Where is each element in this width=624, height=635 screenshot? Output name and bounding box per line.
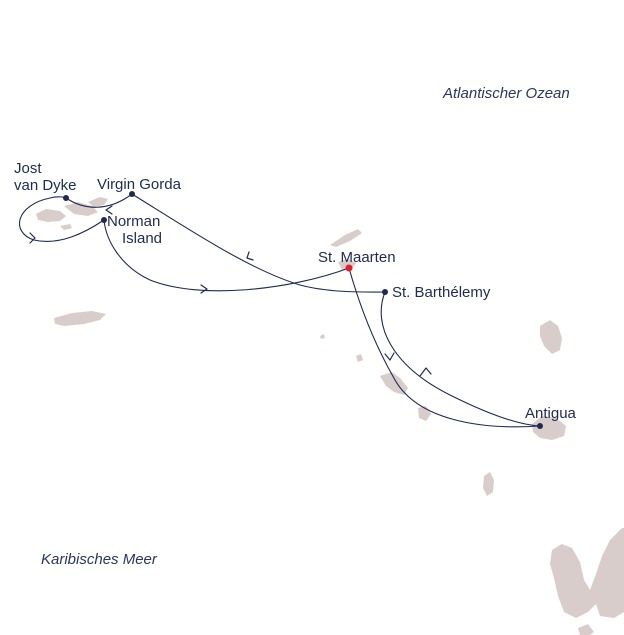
- port-label-virgin-gorda: Virgin Gorda: [97, 176, 181, 193]
- arrow-northwest-icon: [246, 251, 254, 261]
- port-label-st-maarten: St. Maarten: [318, 249, 396, 266]
- arrow-south-icon: [29, 232, 36, 244]
- direction-arrows: [29, 205, 432, 377]
- route-st-maarten-norman: [103, 219, 350, 292]
- island-saba: [320, 334, 325, 339]
- port-label-jost-1: Jost: [14, 160, 42, 177]
- port-marker-jost: [63, 195, 69, 201]
- port-label-norman-1: Norman: [107, 213, 161, 230]
- island-montserrat: [483, 472, 494, 496]
- island-anguilla: [330, 229, 362, 247]
- port-marker-antigua: [537, 423, 543, 429]
- port-label-antigua: Antigua: [525, 405, 576, 422]
- island-statia: [356, 354, 363, 362]
- arrow-east-icon: [200, 284, 208, 294]
- island-virgin-gorda: [88, 197, 108, 207]
- route-norman-jost: [18, 196, 105, 242]
- port-marker-st-barth: [382, 289, 388, 295]
- arrow-northeast-icon: [419, 367, 432, 377]
- island-tortola-group: [36, 209, 66, 222]
- route-antigua-st-maarten: [348, 267, 541, 428]
- routes: [18, 193, 541, 428]
- port-marker-norman: [101, 217, 107, 223]
- island-st-croix: [54, 311, 106, 326]
- sea-label-atlantic: Atlantischer Ozean: [443, 85, 570, 102]
- islands: [36, 197, 624, 635]
- arrow-southeast-icon: [384, 352, 395, 361]
- island-barbuda: [540, 320, 562, 354]
- port-markers: [63, 191, 543, 429]
- port-marker-virgin-gorda: [129, 191, 135, 197]
- route-st-barth-antigua: [380, 291, 541, 427]
- port-label-norman-2: Island: [122, 230, 163, 247]
- port-label-jost-2: van Dyke: [14, 177, 77, 194]
- island-guadeloupe: [550, 528, 624, 618]
- island-antigua: [532, 416, 566, 440]
- sea-label-caribbean: Karibisches Meer: [41, 551, 157, 568]
- route-jost-virgin-gorda: [65, 193, 133, 208]
- island-tortola-east: [64, 202, 98, 216]
- home-port-marker-st-maarten: [345, 264, 353, 272]
- port-label-st-barth: St. Barthélemy: [392, 284, 491, 301]
- island-small-bvi: [60, 224, 72, 230]
- route-virgin-gorda-st-barth: [131, 193, 386, 293]
- arrow-west-icon: [105, 205, 113, 215]
- island-marie-galante: [578, 624, 594, 635]
